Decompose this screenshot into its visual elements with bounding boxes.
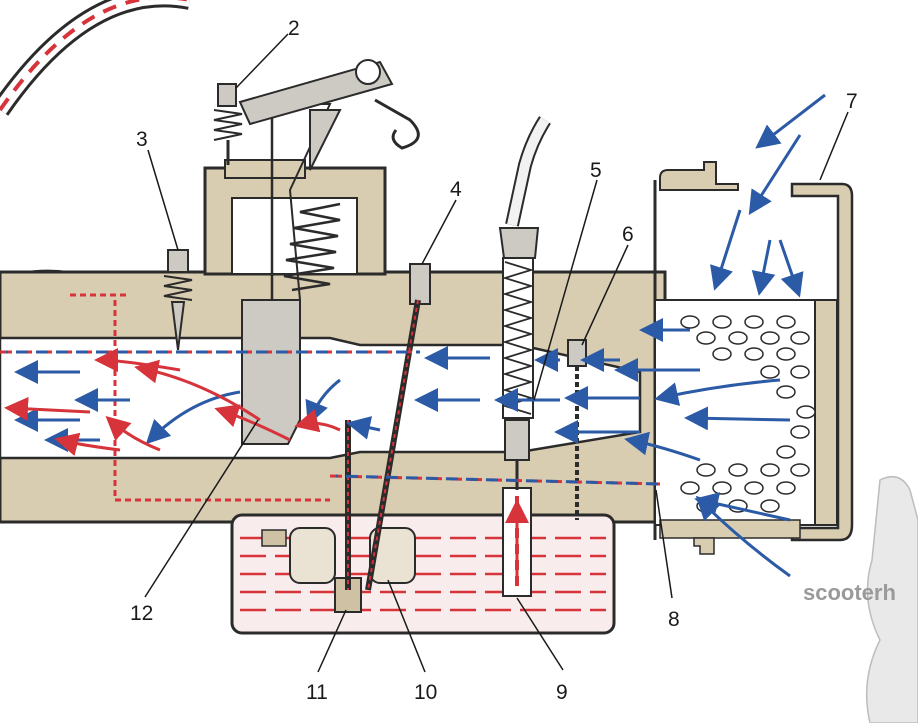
watermark: scooterh bbox=[803, 475, 918, 723]
callout-12: 12 bbox=[130, 602, 153, 625]
callout-2: 2 bbox=[288, 17, 300, 40]
throttle-spring bbox=[283, 202, 341, 292]
float-right bbox=[369, 527, 416, 584]
fuel-passages bbox=[0, 293, 661, 502]
idle-adjust-screw bbox=[213, 83, 243, 165]
fuel-feed-hose bbox=[0, 0, 190, 116]
starter-rod bbox=[345, 263, 431, 591]
callout-6: 6 bbox=[622, 223, 634, 246]
watermark-text: scooterh bbox=[803, 580, 896, 605]
callout-3: 3 bbox=[136, 128, 148, 151]
callout-5: 5 bbox=[590, 159, 602, 182]
air-flow-arrows bbox=[14, 93, 826, 578]
callout-7: 7 bbox=[846, 90, 858, 113]
callout-10: 10 bbox=[414, 681, 437, 704]
callout-labels: 2 3 4 5 6 7 8 9 10 11 12 bbox=[130, 17, 858, 704]
throttle-lever bbox=[238, 59, 420, 171]
callout-8: 8 bbox=[668, 608, 680, 631]
choke-cable bbox=[498, 116, 551, 490]
callout-11: 11 bbox=[306, 681, 328, 704]
mixture-screw bbox=[163, 249, 193, 351]
float-pin bbox=[261, 529, 287, 547]
float-left bbox=[289, 527, 336, 584]
fuel-flow-arrows bbox=[4, 348, 529, 580]
leader-lines bbox=[144, 33, 849, 673]
callout-4: 4 bbox=[450, 178, 462, 201]
callout-9: 9 bbox=[556, 681, 568, 704]
